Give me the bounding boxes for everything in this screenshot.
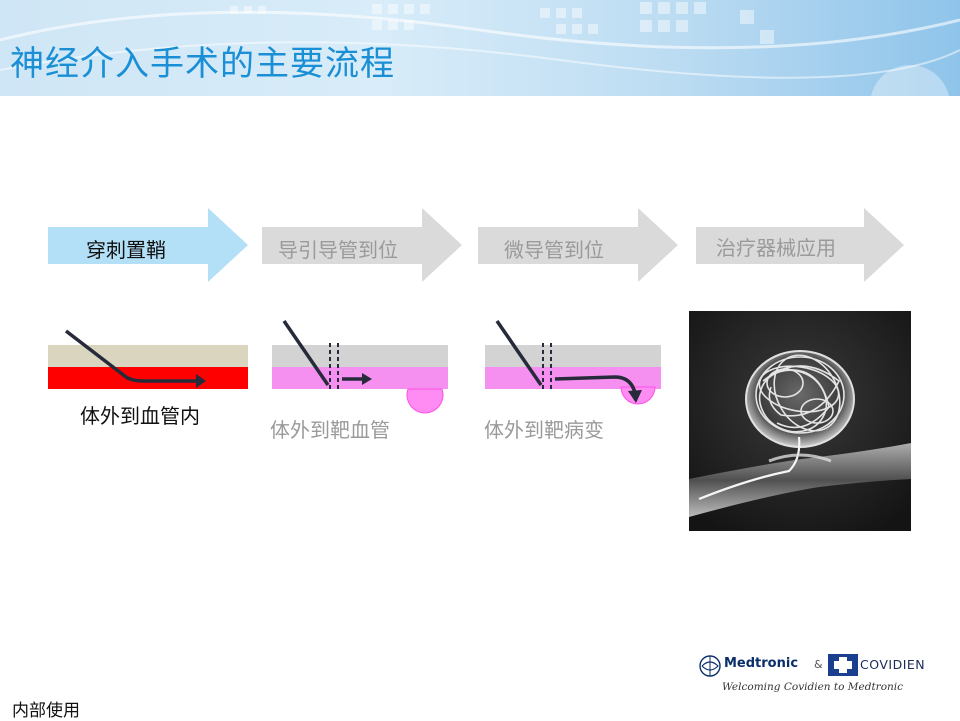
- coil-image: [689, 311, 911, 531]
- company-logo: Medtronic & COVIDIEN Welcoming Covidien …: [696, 652, 936, 696]
- banner-decoration: [0, 2, 960, 96]
- arrow-shape: [478, 208, 678, 282]
- covidien-wordmark: COVIDIEN: [860, 657, 926, 672]
- target-layer: [272, 345, 448, 367]
- target-lesion-illustration: [485, 320, 661, 405]
- step-arrow-2: 导引导管到位: [262, 208, 462, 282]
- caption-2: 体外到靶血管: [270, 418, 390, 442]
- step-label: 治疗器械应用: [716, 236, 836, 260]
- target-lesion-diagram: [485, 315, 665, 425]
- caption-3: 体外到靶病变: [484, 418, 604, 442]
- step-arrow-1: 穿刺置鞘: [48, 208, 248, 282]
- catheter-path: [64, 329, 198, 383]
- target-layer: [485, 345, 661, 367]
- medtronic-logo-icon: [699, 655, 721, 677]
- covidien-cross-icon: [828, 654, 858, 676]
- catheter-tip-arrow: [196, 374, 206, 388]
- coil-embolization-image: [689, 311, 911, 531]
- caption-1: 体外到血管内: [80, 404, 200, 428]
- step-arrow-4: 治疗器械应用: [696, 208, 904, 282]
- step-arrow-3: 微导管到位: [478, 208, 678, 282]
- arrow-shape: [48, 208, 248, 282]
- puncture-diagram: [48, 325, 248, 395]
- internal-use-note: 内部使用: [12, 701, 80, 721]
- step-label: 导引导管到位: [278, 238, 398, 262]
- aneurysm-bulge: [406, 388, 444, 414]
- target-vessel-diagram: [272, 315, 452, 425]
- step-label: 微导管到位: [504, 238, 604, 262]
- logo-ampersand: &: [814, 658, 823, 671]
- header-banner: [0, 0, 960, 96]
- logo-tagline: Welcoming Covidien to Medtronic: [722, 681, 904, 693]
- target-vessel-illustration: [272, 320, 448, 414]
- arrow-shape: [262, 208, 462, 282]
- tissue-layer: [48, 345, 248, 367]
- vessel-layer: [48, 367, 248, 389]
- page-title: 神经介入手术的主要流程: [10, 44, 395, 84]
- medtronic-wordmark: Medtronic: [724, 656, 799, 671]
- puncture-illustration: [48, 329, 248, 389]
- step-label: 穿刺置鞘: [86, 238, 166, 262]
- arrow-shape: [696, 208, 904, 282]
